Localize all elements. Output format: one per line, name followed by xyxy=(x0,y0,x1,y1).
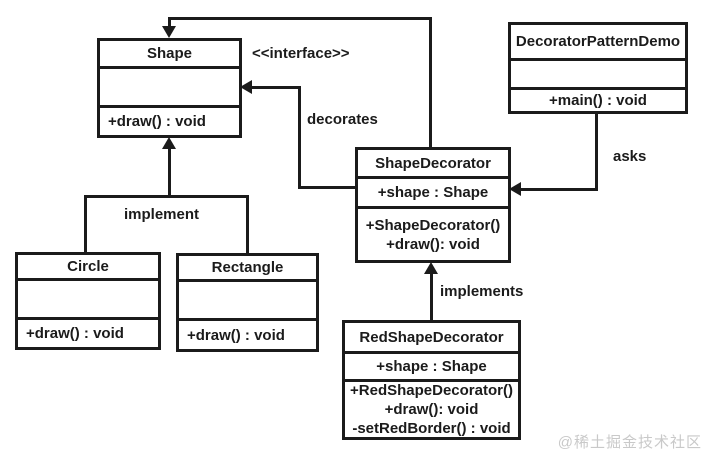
arrowhead-left-into-shape-icon xyxy=(240,80,252,94)
class-box-rectangle: Rectangle +draw() : void xyxy=(176,253,319,352)
class-title-rectangle: Rectangle xyxy=(211,259,284,276)
method-shape-decorator-ctor: +ShapeDecorator() xyxy=(365,216,501,234)
class-methods-red-shape-decorator: +RedShapeDecorator() +draw(): void -setR… xyxy=(345,379,518,437)
implement-label: implement xyxy=(124,206,200,223)
class-method-shape-draw: +draw() : void xyxy=(100,105,239,135)
class-box-shape: Shape +draw() : void xyxy=(97,38,242,138)
interface-stereotype-label: <<interface>> xyxy=(252,45,350,62)
connector-segment-vertical-center xyxy=(168,148,171,196)
class-attribute-red-shape-decorator-shape: +shape : Shape xyxy=(345,351,518,379)
arrowhead-up-into-shape-icon xyxy=(162,137,176,149)
asks-label: asks xyxy=(613,148,647,165)
arrowhead-up-into-shape-decorator-icon xyxy=(424,262,438,274)
connector-segment-horizontal-top xyxy=(168,17,432,20)
class-box-decorator-pattern-demo: DecoratorPatternDemo +main() : void xyxy=(508,22,688,114)
method-red-shape-decorator-ctor: +RedShapeDecorator() xyxy=(350,382,513,399)
method-red-shape-decorator-draw: +draw(): void xyxy=(384,401,479,418)
class-method-circle-draw: +draw() : void xyxy=(18,317,158,347)
class-attribute-shape-decorator-shape: +shape : Shape xyxy=(358,176,508,206)
connector-segment-horizontal-join xyxy=(84,195,249,198)
method-shape-decorator-draw: +draw(): void xyxy=(386,235,480,253)
class-title-shape: Shape xyxy=(146,45,192,62)
connector-segment-vertical-right xyxy=(429,17,432,147)
class-method-rectangle-draw: +draw() : void xyxy=(179,318,316,349)
class-methods-shape-decorator: +ShapeDecorator() +draw(): void xyxy=(358,206,508,260)
connector-segment-vertical-rectangle xyxy=(246,196,249,253)
connector-segment-horizontal xyxy=(521,188,598,191)
implements-label: implements xyxy=(440,283,524,300)
watermark-text: @稀土掘金技术社区 xyxy=(557,434,702,451)
class-title-red-shape-decorator: RedShapeDecorator xyxy=(359,328,504,346)
class-attributes-circle xyxy=(18,278,158,317)
class-attributes-decorator-pattern-demo xyxy=(511,58,685,87)
class-title-decorator-pattern-demo: DecoratorPatternDemo xyxy=(515,33,681,50)
class-title-circle: Circle xyxy=(67,258,109,275)
class-box-red-shape-decorator: RedShapeDecorator +shape : Shape +RedSha… xyxy=(342,320,521,440)
arrowhead-down-into-shape-icon xyxy=(162,26,176,38)
connector-segment-horizontal-upper xyxy=(252,86,301,89)
arrowhead-left-into-shape-decorator-icon xyxy=(509,182,521,196)
connector-segment-vertical xyxy=(430,273,433,320)
class-title-shape-decorator: ShapeDecorator xyxy=(375,154,491,172)
connector-segment-vertical-circle xyxy=(84,196,87,252)
class-box-circle: Circle +draw() : void xyxy=(15,252,161,350)
connector-segment-vertical-left xyxy=(168,17,171,28)
class-attributes-shape xyxy=(100,66,239,105)
class-box-shape-decorator: ShapeDecorator +shape : Shape +ShapeDeco… xyxy=(355,147,511,263)
decorates-label: decorates xyxy=(307,111,378,128)
connector-segment-horizontal-lower xyxy=(298,186,355,189)
class-method-demo-main: +main() : void xyxy=(511,87,685,111)
connector-segment-vertical xyxy=(595,112,598,190)
method-red-shape-decorator-set-red-border: -setRedBorder() : void xyxy=(352,420,511,437)
class-attributes-rectangle xyxy=(179,279,316,318)
connector-segment-vertical xyxy=(298,86,301,189)
